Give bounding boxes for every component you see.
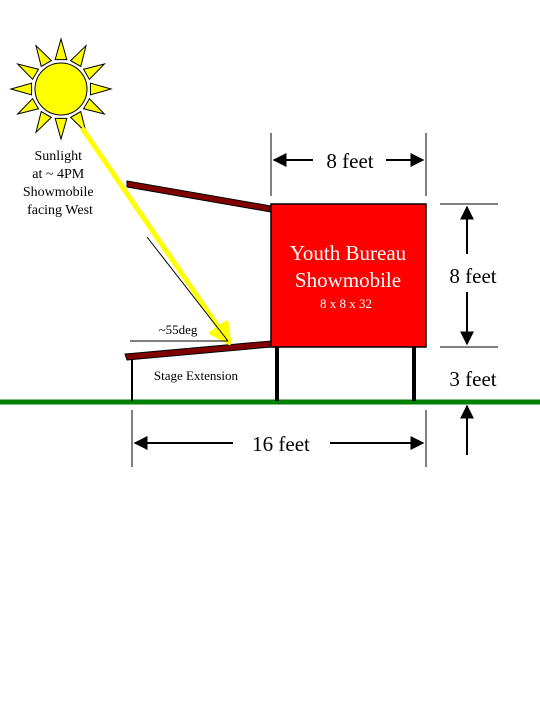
- sun-ray-triangle: [82, 63, 106, 81]
- sun-ray-triangle: [89, 82, 113, 96]
- sun-ray-triangle: [54, 37, 68, 61]
- top-width-label: 8 feet: [326, 149, 373, 173]
- sun-label-line-3: Showmobile: [23, 185, 94, 200]
- sun-label: Sunlight at ~ 4PM Showmobile facing West: [23, 149, 97, 218]
- sun-ray-triangle: [82, 97, 106, 115]
- showmobile-title-line1: Youth Bureau: [290, 241, 407, 265]
- sunlight-ray: [79, 126, 228, 341]
- sun-label-line-2: at ~ 4PM: [32, 167, 84, 182]
- showmobile-title-line2: Showmobile: [295, 268, 401, 292]
- sun-disc: [34, 62, 88, 116]
- stage-extension-label: Stage Extension: [154, 368, 239, 383]
- sun-ray-triangle: [16, 63, 40, 81]
- showmobile-dimensions: 8 x 8 x 32: [320, 296, 372, 311]
- sun-ray-triangle: [35, 110, 53, 134]
- sun-icon: [9, 37, 113, 141]
- stage-extension-platform: [124, 340, 272, 361]
- sun-ray-triangle: [9, 82, 33, 96]
- sun-label-line-4: facing West: [27, 203, 93, 218]
- roof-canopy-beam: [126, 180, 272, 213]
- sun-ray-triangle: [35, 44, 53, 68]
- sun-ray-triangle: [69, 110, 87, 134]
- sun-label-line-1: Sunlight: [35, 149, 83, 164]
- sun-rays: [9, 37, 113, 141]
- showmobile-box: [270, 203, 427, 348]
- angle-label: ~55deg: [159, 322, 198, 337]
- angle-guide-line: [146, 236, 229, 342]
- height-label: 8 feet: [449, 264, 496, 288]
- sun-ray-triangle: [54, 117, 68, 141]
- sun-ray-triangle: [16, 97, 40, 115]
- sun-ray-triangle: [69, 44, 87, 68]
- total-length-label: 16 feet: [252, 432, 310, 456]
- clearance-label: 3 feet: [449, 367, 496, 391]
